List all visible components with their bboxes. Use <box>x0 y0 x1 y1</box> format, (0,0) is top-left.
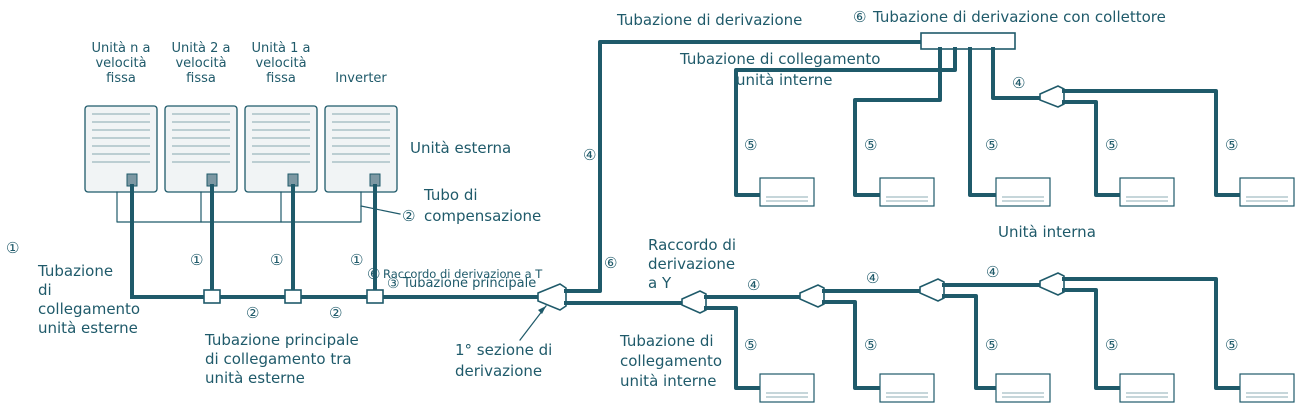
num-5-u5: ⑤ <box>1225 136 1238 154</box>
num-2-b: ② <box>329 304 342 322</box>
num-5-l5: ⑤ <box>1225 336 1238 354</box>
unit-2-label-3: fissa <box>186 71 216 86</box>
outdoor-conn-label-4: unità esterne <box>38 319 138 337</box>
outdoor-main-label-1: Tubazione principale <box>204 331 359 349</box>
unit-n-label-3: fissa <box>106 71 136 86</box>
first-branch-label-1: 1° sezione di <box>455 341 552 359</box>
indoor-unit <box>995 373 1051 403</box>
unit-n-label-1: Unità n a <box>92 41 151 56</box>
outdoor-unit-1 <box>244 105 318 193</box>
outdoor-conn-label-1: Tubazione <box>37 262 113 280</box>
labels: Unità esterna Tubo di ② compensazione ① … <box>6 8 1238 390</box>
main-pipe-num: ③ <box>387 276 400 292</box>
t-joint-num: ⑥ <box>367 265 380 283</box>
t-joint-label: Raccordo di derivazione a T <box>383 267 543 281</box>
y-joint-label-3: a Y <box>648 274 672 292</box>
balance-tube-num: ② <box>402 207 415 225</box>
outdoor-unit-inverter <box>324 105 398 193</box>
num-5-u2: ⑤ <box>864 136 877 154</box>
balance-tube-label-2: compensazione <box>424 207 541 225</box>
indoor-conn-bottom-1: Tubazione di <box>619 332 714 350</box>
y-joint-num: ⑥ <box>604 254 617 272</box>
indoor-conn-top-2: unità interne <box>736 71 832 89</box>
outdoor-main-label-3: unità esterne <box>205 369 305 387</box>
outdoor-conn-label-3: collegamento <box>38 300 140 318</box>
indoor-unit <box>759 177 815 207</box>
indoor-unit <box>1239 373 1295 403</box>
num-4-upper-vertical: ④ <box>583 146 596 164</box>
indoor-unit <box>1239 177 1295 207</box>
num-1-b: ① <box>270 251 283 269</box>
upper-branch-pipes <box>564 32 1242 293</box>
balance-tube-label-1: Tubo di <box>423 186 478 204</box>
num-4-lower-2: ④ <box>866 269 879 287</box>
y-joint-label-1: Raccordo di <box>648 236 736 254</box>
indoor-unit <box>759 373 815 403</box>
outdoor-main-pipe <box>130 184 542 304</box>
y-joint <box>681 290 707 314</box>
header-collector <box>920 32 1016 50</box>
indoor-conn-top-1: Tubazione di collegamento <box>679 50 880 68</box>
indoor-unit <box>879 177 935 207</box>
num-5-u3: ⑤ <box>985 136 998 154</box>
header-pipe-label: Tubazione di derivazione con collettore <box>872 8 1166 26</box>
y-joint <box>919 278 945 302</box>
first-branch-label-2: derivazione <box>455 362 542 380</box>
t-joint <box>284 289 302 304</box>
unit-1-label-2: velocità <box>255 56 306 71</box>
branch-pipe-label: Tubazione di derivazione <box>616 11 802 29</box>
unit-n-label-2: velocità <box>95 56 146 71</box>
unit-2-label-1: Unità 2 a <box>172 41 231 56</box>
outdoor-unit-label: Unità esterna <box>410 139 511 157</box>
inverter-label: Inverter <box>335 71 387 86</box>
outdoor-unit-labels: Unità n a velocità fissa Unità 2 a veloc… <box>92 41 388 86</box>
main-pipe-label: Tubazione principale <box>402 276 536 291</box>
y-joint <box>1039 85 1065 108</box>
balance-tube <box>116 191 401 223</box>
num-4-lower-1: ④ <box>747 276 760 294</box>
y-joint <box>1039 272 1065 296</box>
num-5-l1: ⑤ <box>744 336 757 354</box>
indoor-conn-bottom-2: collegamento <box>620 352 722 370</box>
lower-indoor-units <box>759 373 1295 403</box>
num-5-l4: ⑤ <box>1105 336 1118 354</box>
indoor-unit <box>879 373 935 403</box>
num-1-a: ① <box>190 251 203 269</box>
outdoor-unit-n <box>84 105 158 193</box>
indoor-conn-bottom-3: unità interne <box>620 372 716 390</box>
num-5-u1: ⑤ <box>744 136 757 154</box>
header-pipe-num: ⑥ <box>853 8 866 26</box>
y-joint <box>799 284 825 308</box>
num-2-a: ② <box>246 304 259 322</box>
unit-1-label-1: Unità 1 a <box>252 41 311 56</box>
first-branch-arrow <box>538 306 546 314</box>
unit-1-label-3: fissa <box>266 71 296 86</box>
outdoor-main-label-2: di collegamento tra <box>205 350 352 368</box>
unit-2-label-2: velocità <box>175 56 226 71</box>
y-joint-label-2: derivazione <box>648 255 735 273</box>
num-5-l3: ⑤ <box>985 336 998 354</box>
num-5-u4: ⑤ <box>1105 136 1118 154</box>
outdoor-unit-2 <box>164 105 238 193</box>
num-4-lower-3: ④ <box>986 263 999 281</box>
t-joint <box>366 289 384 304</box>
indoor-unit-label: Unità interna <box>998 223 1096 241</box>
num-4-upper-right: ④ <box>1012 74 1025 92</box>
indoor-unit <box>1119 373 1175 403</box>
lower-branch-pipes <box>564 272 1242 390</box>
indoor-unit <box>995 177 1051 207</box>
num-1-c: ① <box>350 251 363 269</box>
upper-indoor-units <box>759 177 1295 207</box>
outdoor-units <box>84 105 398 193</box>
t-joint <box>203 289 221 304</box>
outdoor-conn-label-2: di <box>38 281 52 299</box>
indoor-unit <box>1119 177 1175 207</box>
num-5-l2: ⑤ <box>864 336 877 354</box>
outdoor-conn-num: ① <box>6 239 19 257</box>
first-branch-joint <box>537 283 567 311</box>
